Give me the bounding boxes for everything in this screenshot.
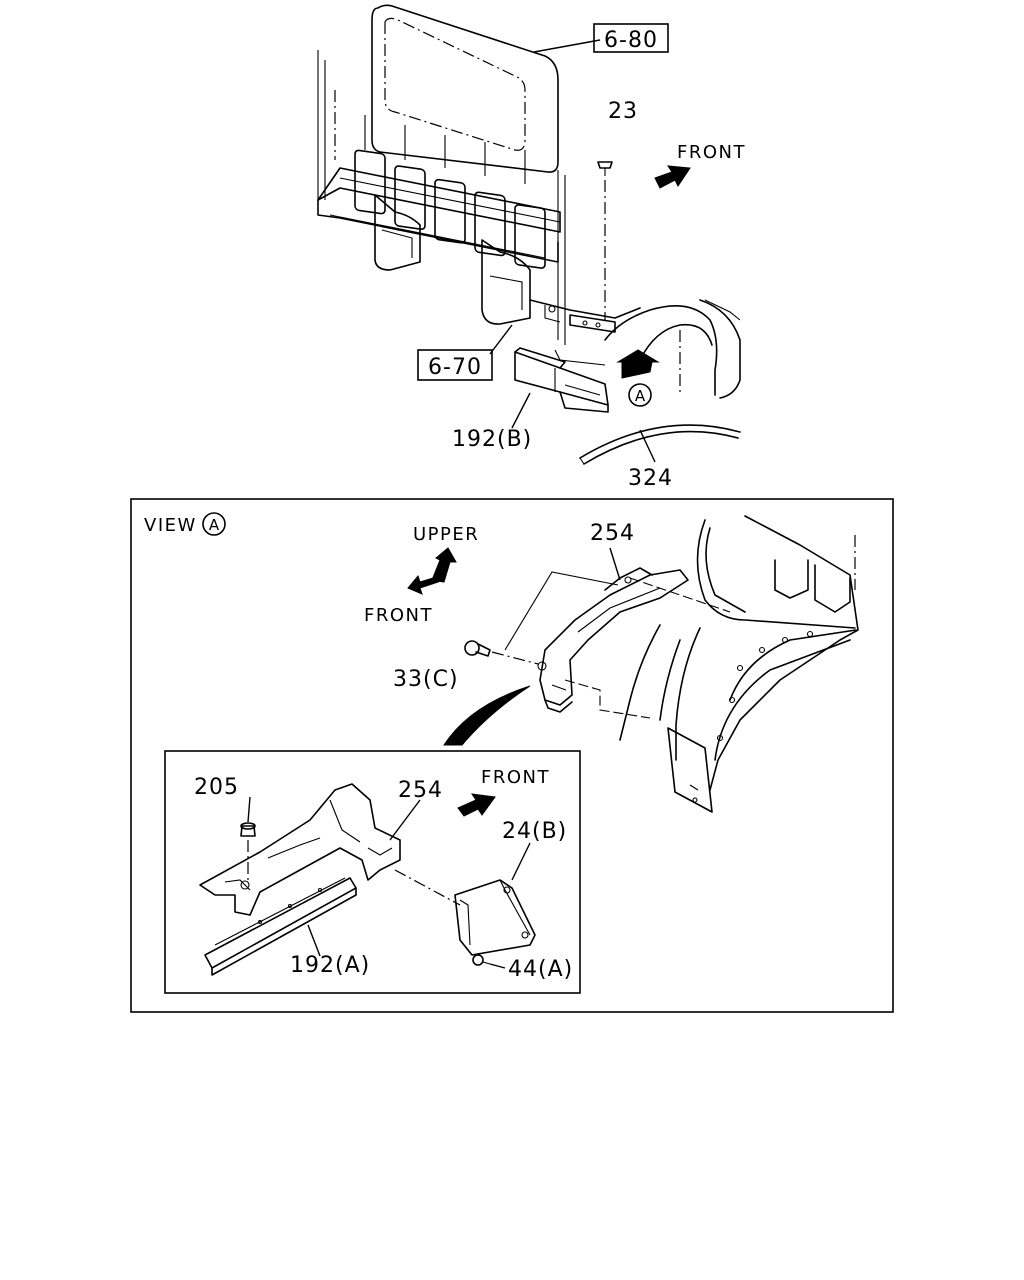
part-24b-cover: [454, 879, 536, 956]
front-arrow-icon: [654, 165, 691, 189]
upper-label: UPPER: [413, 524, 479, 545]
view-a-circle-letter: A: [209, 516, 220, 534]
view-a-frame: [130, 498, 894, 1013]
part-label-23: 23: [608, 99, 638, 124]
part-label-44a: 44(A): [508, 957, 573, 982]
view-a-circle-marker: A: [202, 512, 226, 536]
part-label-324: 324: [628, 466, 673, 491]
part-23-clip: [597, 161, 613, 320]
upper-front-arrow-icon: [407, 547, 457, 595]
front-label-inset: FRONT: [481, 767, 550, 788]
part-192a-rail: [204, 877, 357, 976]
circle-a-marker-top: A: [628, 383, 652, 407]
ref-label-6-70: 6-70: [428, 355, 482, 380]
front-arrow-inset-icon: [457, 793, 496, 817]
detail-pointer-arrow-icon: [443, 685, 531, 746]
part-254-inset-bracket: [199, 783, 401, 916]
part-192b-panel: [514, 347, 609, 413]
part-label-254-inset: 254: [398, 778, 443, 803]
front-label-view: FRONT: [364, 605, 433, 626]
view-a-label: VIEW: [144, 515, 197, 536]
ref-label-6-80: 6-80: [604, 28, 658, 53]
ref-box-6-70: 6-70: [417, 349, 493, 381]
part-44a-screw: [472, 954, 491, 966]
part-label-192b: 192(B): [452, 427, 532, 452]
vent-grille: [354, 115, 546, 269]
part-205-clip: [240, 822, 256, 880]
part-label-33c: 33(C): [393, 667, 459, 692]
part-33c-bolt: [464, 640, 539, 665]
cab-rear-assembly: [317, 4, 741, 399]
part-label-205: 205: [194, 775, 239, 800]
part-324-strip: [579, 424, 741, 465]
part-label-24b: 24(B): [502, 819, 567, 844]
fender-body: [619, 515, 859, 813]
part-label-254-main: 254: [590, 521, 635, 546]
circle-a-letter-top: A: [635, 387, 646, 405]
front-label-top: FRONT: [677, 142, 746, 163]
view-a-arrow-icon: [616, 349, 660, 379]
ref-box-6-80: 6-80: [593, 23, 669, 53]
part-label-192a: 192(A): [290, 953, 370, 978]
detail-inset-frame: [164, 750, 581, 994]
